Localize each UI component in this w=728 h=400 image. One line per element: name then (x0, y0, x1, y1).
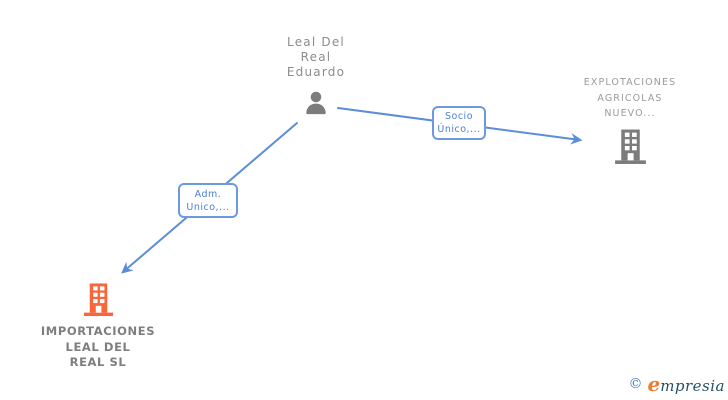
building-icon (614, 129, 646, 164)
person-name-line1: Leal Del (287, 35, 345, 49)
company-node-importaciones[interactable]: IMPORTACIONES LEAL DEL REAL SL (23, 282, 173, 371)
copyright-icon: © (628, 376, 643, 392)
company-right-name-line2: AGRICOLAS (597, 92, 663, 104)
person-name-line3: Eduardo (286, 65, 346, 79)
person-icon (306, 91, 326, 115)
company-right-name-line1: EXPLOTACIONES (583, 77, 677, 88)
edge-adm-label-line1: Adm. (194, 188, 222, 200)
company-left-name: IMPORTACIONES LEAL DEL REAL SL (41, 324, 155, 371)
edge-adm-label-line2: Unico,... (186, 201, 230, 213)
company-left-name-line2: LEAL DEL (65, 339, 131, 354)
brand-name: empresia (647, 372, 725, 396)
company-node-explotaciones[interactable]: EXPLOTACIONES AGRICOLAS NUEVO... (552, 75, 708, 165)
person-node[interactable]: Leal Del Real Eduardo (246, 35, 386, 118)
building-icon (83, 283, 113, 317)
company-left-name-line1: IMPORTACIONES (40, 324, 156, 338)
company-left-name-line3: REAL SL (69, 355, 127, 369)
edge-label-socio-unico[interactable]: Socio Único,... (432, 106, 486, 140)
person-name-line2: Real (300, 50, 332, 64)
edge-socio-label-line1: Socio (444, 111, 474, 122)
brand-rest: mpresia (660, 377, 725, 395)
empresia-logo[interactable]: © empresia (628, 372, 725, 396)
company-right-name: EXPLOTACIONES AGRICOLAS NUEVO... (584, 75, 676, 122)
edge-label-adm-unico[interactable]: Adm. Unico,... (178, 183, 238, 218)
person-name: Leal Del Real Eduardo (287, 35, 345, 80)
brand-initial: e (647, 372, 661, 396)
company-right-name-line3: NUEVO... (604, 108, 656, 119)
edge-socio-label-line2: Único,... (437, 124, 481, 135)
